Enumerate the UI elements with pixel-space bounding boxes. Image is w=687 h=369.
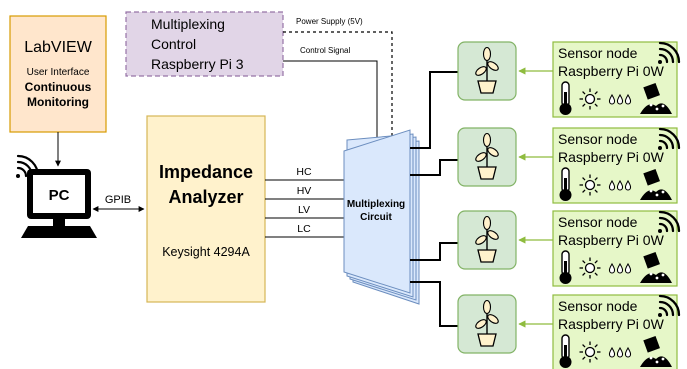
labview-line1: User Interface (27, 67, 90, 78)
mux-control-line2: Control (151, 36, 196, 52)
water-drops-icon (608, 262, 632, 274)
analyzer-title-1: Impedance (159, 162, 253, 182)
labview-line2: Continuous (25, 80, 92, 94)
plant-box (457, 294, 517, 354)
signal-lv: LV (298, 204, 310, 216)
labview-box: LabVIEW User Interface Continuous Monito… (9, 15, 107, 133)
thermometer-icon (559, 81, 572, 115)
mux-control-line3: Raspberry Pi 3 (151, 56, 244, 72)
thermometer-icon (559, 167, 572, 201)
sensor-node-subtitle: Raspberry Pi 0W (558, 232, 665, 248)
thermometer-icon (559, 250, 572, 284)
circuit-line2: Circuit (360, 212, 392, 223)
soil-sensor-icon (640, 251, 672, 283)
multiplexing-circuit: Multiplexing Circuit (343, 129, 420, 305)
soil-sensor-icon (640, 168, 672, 200)
labview-line3: Monitoring (27, 95, 89, 109)
sun-icon (579, 174, 601, 196)
multiplex-control-box: Multiplexing Control Raspberry Pi 3 (125, 11, 284, 77)
plant-icon (475, 215, 499, 263)
thermometer-icon (559, 334, 572, 368)
wifi-icon (658, 210, 681, 233)
sun-icon (579, 341, 601, 363)
pc: PC (16, 154, 97, 238)
analyzer-title-2: Analyzer (168, 187, 243, 207)
power-label: Power Supply (5V) (296, 17, 363, 26)
control-label: Control Signal (300, 46, 350, 55)
signal-hc: HC (296, 166, 312, 178)
sensor-node-subtitle: Raspberry Pi 0W (558, 63, 665, 79)
signal-lc: LC (297, 223, 311, 235)
monitor-icon (21, 169, 97, 238)
sun-icon (579, 257, 601, 279)
analyzer-model: Keysight 4294A (162, 245, 250, 259)
signal-hv: HV (297, 185, 312, 197)
sensor-node-title: Sensor node (558, 131, 638, 147)
sensor-node-title: Sensor node (558, 45, 638, 61)
mux-control-line1: Multiplexing (151, 16, 225, 32)
sensor-node-title: Sensor node (558, 298, 638, 314)
sensor-node-subtitle: Raspberry Pi 0W (558, 149, 665, 165)
water-drops-icon (608, 346, 632, 358)
circuit-outputs (410, 71, 458, 327)
signal-lines (265, 179, 345, 238)
water-drops-icon (608, 93, 632, 105)
plant-box (457, 127, 517, 187)
gpib-label: GPIB (105, 194, 131, 206)
control-signal-link (283, 60, 378, 148)
soil-sensor-icon (640, 82, 672, 114)
plant-icon (475, 46, 499, 94)
sun-icon (579, 88, 601, 110)
sensor-node-subtitle: Raspberry Pi 0W (558, 316, 665, 332)
power-supply-link (283, 31, 393, 140)
soil-sensor-icon (640, 335, 672, 367)
wifi-icon (658, 294, 681, 317)
plant-icon (475, 299, 499, 347)
wifi-icon (658, 127, 681, 150)
labview-title: LabVIEW (24, 39, 92, 56)
circuit-line1: Multiplexing (347, 199, 405, 210)
plant-box (457, 41, 517, 101)
water-drops-icon (608, 179, 632, 191)
pc-label: PC (49, 187, 70, 204)
impedance-analyzer: Impedance Analyzer Keysight 4294A (146, 115, 266, 303)
sensor-node-title: Sensor node (558, 214, 638, 230)
plant-icon (475, 132, 499, 180)
plant-box (457, 210, 517, 270)
wifi-icon (658, 41, 681, 64)
